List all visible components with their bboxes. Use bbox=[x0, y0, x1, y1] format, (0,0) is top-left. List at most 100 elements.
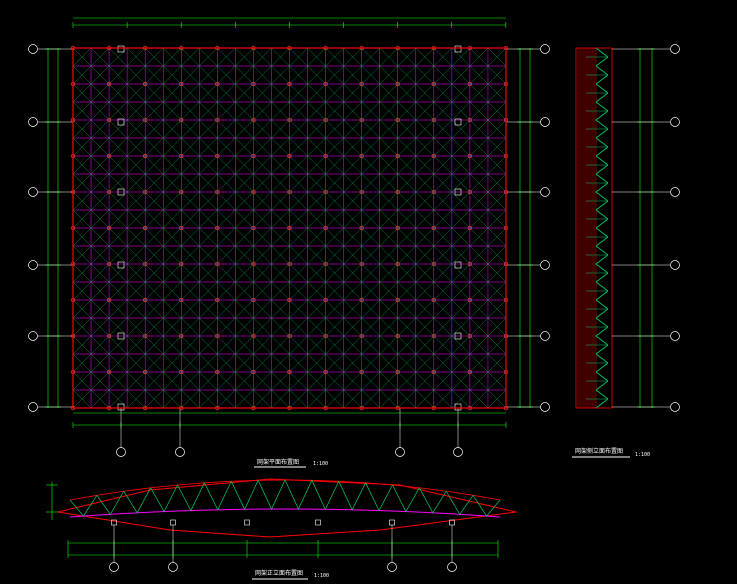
plan-web-member bbox=[145, 92, 155, 103]
plan-web-member bbox=[226, 155, 236, 166]
plan-web-member bbox=[388, 101, 398, 112]
plan-web-member bbox=[478, 326, 489, 337]
plan-web-member bbox=[154, 200, 164, 211]
plan-web-member bbox=[343, 380, 353, 391]
plan-web-member bbox=[280, 173, 290, 184]
plan-web-member bbox=[307, 263, 317, 274]
plan-node bbox=[359, 333, 364, 339]
plan-web-member bbox=[415, 200, 425, 211]
plan-web-member bbox=[460, 389, 471, 400]
side-axis-bubble bbox=[670, 260, 680, 270]
plan-web-member bbox=[370, 119, 380, 130]
plan-web-member bbox=[442, 65, 452, 76]
plan-web-member bbox=[217, 128, 227, 139]
plan-web-member bbox=[298, 209, 308, 220]
plan-web-member bbox=[478, 182, 489, 193]
plan-web-member bbox=[415, 380, 425, 391]
plan-web-member bbox=[487, 227, 498, 238]
plan-web-member bbox=[307, 164, 317, 175]
plan-web-member bbox=[388, 209, 398, 220]
plan-web-member bbox=[478, 146, 489, 157]
plan-web-member bbox=[117, 101, 128, 112]
plan-web-member bbox=[289, 173, 299, 184]
plan-web-member bbox=[181, 56, 191, 67]
plan-web-member bbox=[90, 137, 101, 148]
plan-web-member bbox=[108, 308, 119, 319]
plan-web-member bbox=[424, 281, 434, 292]
plan-web-member bbox=[108, 236, 119, 247]
plan-node bbox=[431, 81, 436, 87]
plan-web-member bbox=[487, 155, 498, 166]
plan-node bbox=[323, 261, 328, 267]
plan-web-member bbox=[253, 308, 263, 319]
plan-web-member bbox=[271, 209, 281, 220]
plan-web-member bbox=[163, 281, 173, 292]
plan-web-member bbox=[325, 272, 335, 283]
plan-web-member bbox=[289, 236, 299, 247]
plan-web-member bbox=[433, 65, 443, 76]
plan-web-member bbox=[442, 299, 452, 310]
plan-web-member bbox=[424, 128, 434, 139]
plan-web-member bbox=[478, 83, 489, 94]
plan-web-member bbox=[496, 380, 507, 391]
plan-web-member bbox=[99, 308, 110, 319]
plan-web-member bbox=[406, 344, 416, 355]
plan-web-member bbox=[379, 92, 389, 103]
plan-web-member bbox=[415, 317, 425, 328]
plan-web-member bbox=[370, 173, 380, 184]
plan-diagonal-members bbox=[72, 47, 507, 409]
plan-web-member bbox=[226, 218, 236, 229]
plan-web-member bbox=[352, 353, 362, 364]
plan-web-member bbox=[334, 92, 344, 103]
plan-node bbox=[143, 81, 148, 87]
plan-web-member bbox=[172, 92, 182, 103]
plan-web-member bbox=[451, 47, 462, 58]
side-web-member bbox=[595, 371, 609, 382]
plan-web-member bbox=[90, 353, 101, 364]
plan-web-member bbox=[226, 353, 236, 364]
plan-web-member bbox=[190, 92, 200, 103]
plan-web-member bbox=[334, 119, 344, 130]
plan-web-member bbox=[235, 209, 245, 220]
plan-web-member bbox=[127, 389, 137, 400]
plan-web-member bbox=[442, 254, 452, 265]
plan-web-member bbox=[307, 254, 317, 265]
plan-web-member bbox=[154, 164, 164, 175]
front-web-member bbox=[338, 481, 353, 510]
plan-web-member bbox=[478, 236, 489, 247]
plan-web-member bbox=[72, 164, 83, 175]
plan-web-member bbox=[190, 398, 200, 409]
plan-web-member bbox=[127, 398, 137, 409]
plan-web-member bbox=[478, 74, 489, 85]
plan-web-member bbox=[487, 272, 498, 283]
front-web-member bbox=[472, 495, 487, 517]
plan-web-member bbox=[190, 299, 200, 310]
plan-web-member bbox=[208, 317, 218, 328]
plan-axis-bubbles bbox=[28, 44, 550, 457]
plan-web-member bbox=[208, 380, 218, 391]
plan-web-member bbox=[271, 191, 281, 202]
side-web-member bbox=[595, 299, 609, 310]
plan-web-member bbox=[316, 92, 326, 103]
plan-web-member bbox=[325, 353, 335, 364]
plan-web-member bbox=[478, 389, 489, 400]
plan-web-member bbox=[154, 344, 164, 355]
plan-web-member bbox=[433, 101, 443, 112]
plan-web-member bbox=[388, 92, 398, 103]
plan-web-member bbox=[154, 263, 164, 274]
plan-web-member bbox=[487, 317, 498, 328]
plan-web-member bbox=[262, 146, 272, 157]
plan-web-member bbox=[406, 101, 416, 112]
plan-web-member bbox=[343, 137, 353, 148]
plan-web-member bbox=[298, 335, 308, 346]
plan-web-member bbox=[307, 83, 317, 94]
plan-web-member bbox=[90, 371, 101, 382]
plan-web-member bbox=[90, 92, 101, 103]
front-top-chord bbox=[57, 478, 517, 513]
plan-web-member bbox=[289, 128, 299, 139]
plan-web-member bbox=[370, 92, 380, 103]
plan-web-member bbox=[262, 281, 272, 292]
plan-web-member bbox=[478, 155, 489, 166]
plan-web-member bbox=[496, 56, 507, 67]
